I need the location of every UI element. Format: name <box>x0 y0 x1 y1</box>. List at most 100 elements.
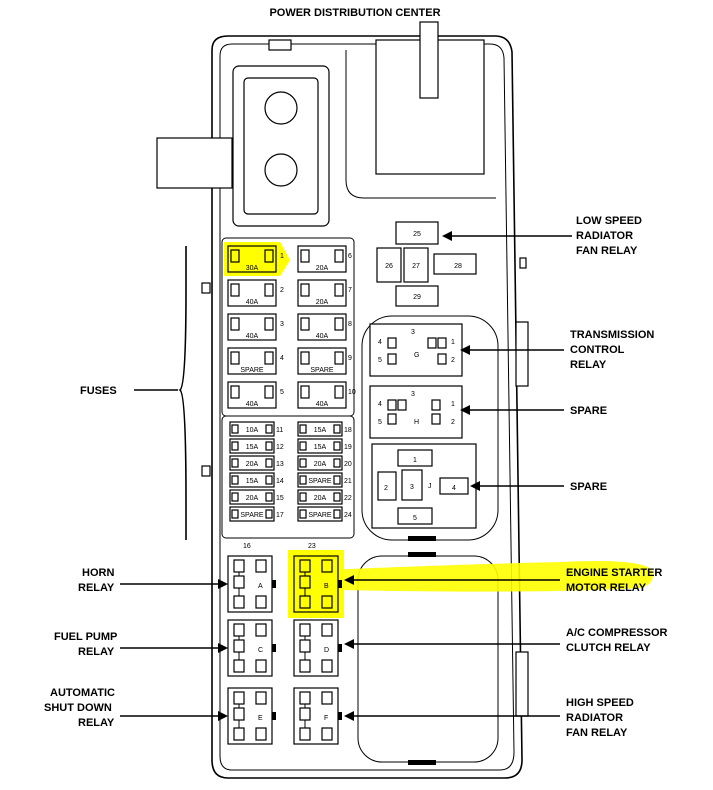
relay-g-pin-1: 1 <box>451 339 455 346</box>
relay-b-overlay: B <box>293 555 342 613</box>
maxi-fuse-number: 2 <box>280 287 284 294</box>
housing-outline <box>211 35 523 779</box>
maxi-fuse-number: 10 <box>348 389 356 396</box>
mini-fuse-rating: SPARE <box>308 512 332 519</box>
relay-pin-29: 29 <box>413 294 421 301</box>
mini-fuse-body <box>229 506 275 522</box>
side-notch-2 <box>201 282 211 294</box>
side-clip-upper <box>515 321 529 387</box>
ac-label-line2: CLUTCH RELAY <box>566 642 651 654</box>
mini-fuse-rating: 20A <box>246 461 259 468</box>
maxi-fuse-rating: 40A <box>316 333 329 340</box>
relay-letter: C <box>258 647 263 654</box>
relay-letter: B <box>324 583 329 590</box>
maxi-fuse-number: 4 <box>280 355 284 362</box>
horn-label-line2: RELAY <box>78 582 115 594</box>
maxi-fuse-rating: 30A <box>246 265 259 272</box>
mini-fuse-number: 14 <box>276 478 284 485</box>
relay-g-body <box>369 323 463 377</box>
maxi-fuse-rating: 40A <box>246 401 259 408</box>
relay-h-letter: H <box>414 419 419 426</box>
low-speed-label-line2: RADIATOR <box>576 230 633 242</box>
maxi-fuse-number: 1 <box>280 253 284 260</box>
divider-tab-3 <box>408 760 436 765</box>
fuses-label: FUSES <box>80 385 117 397</box>
relay-j-pin-2: 2 <box>384 485 388 492</box>
relay-letter: F <box>324 715 328 722</box>
relay-h-body <box>369 385 463 439</box>
maxi-fuse-number: 9 <box>348 355 352 362</box>
mini-fuse-11: 10A 11 <box>229 421 283 437</box>
cover-divider <box>345 50 496 199</box>
maxi-fuse-number: 8 <box>348 321 352 328</box>
maxi-fuse-1: 30A 1 <box>224 242 290 276</box>
side-notch-3 <box>201 465 211 477</box>
maxi-fuse-number: 3 <box>280 321 284 328</box>
maxi-fuse-body <box>227 245 277 273</box>
mini-fuse-body <box>297 472 343 488</box>
mini-fuse-number: 13 <box>276 461 284 468</box>
maxi-fuse-8: 40A 8 <box>297 313 352 341</box>
asd-label-line3: RELAY <box>78 717 115 729</box>
relay-g-letter: G <box>414 352 419 359</box>
mini-fuse-rating: 15A <box>246 444 259 451</box>
relay-letter: A <box>258 583 263 590</box>
mini-fuse-15: 20A 15 <box>229 489 284 505</box>
mini-fuse-area <box>221 415 355 539</box>
mini-fuse-body <box>297 506 343 522</box>
fuel-pump-label-line1: FUEL PUMP <box>54 631 117 643</box>
relay-h: 3 4 5 1 2 H <box>369 385 463 439</box>
relay-g-pin-5: 5 <box>378 357 382 364</box>
mini-fuse-number: 15 <box>276 495 284 502</box>
cover-latch-tab <box>419 21 439 99</box>
maxi-fuse-number: 5 <box>280 389 284 396</box>
mini-fuse-body <box>229 472 275 488</box>
relay-j-letter: J <box>428 483 432 490</box>
low-speed-label-line1: LOW SPEED <box>576 215 642 227</box>
stud-lower <box>264 153 298 187</box>
horn-label-line1: HORN <box>82 567 114 579</box>
spare2-label: SPARE <box>570 481 607 493</box>
mini-fuse-number: 20 <box>344 461 352 468</box>
maxi-fuse-rating: 20A <box>316 299 329 306</box>
mini-fuse-body <box>229 489 275 505</box>
label-fuel-pump-relay: FUEL PUMP RELAY <box>54 631 228 658</box>
spare1-label: SPARE <box>570 405 607 417</box>
asd-label-line2: SHUT DOWN <box>44 702 112 714</box>
fuel-pump-label-line2: RELAY <box>78 646 115 658</box>
relay-d: D <box>293 619 342 677</box>
relay-pin-box-25 <box>395 221 439 245</box>
transmission-label-line3: RELAY <box>570 359 607 371</box>
relay-h-pin-2: 2 <box>451 419 455 426</box>
label-spare-1: SPARE <box>460 405 607 417</box>
relay-g: 3 4 5 1 2 G <box>369 323 463 377</box>
mini-fuse-rating: 20A <box>246 495 259 502</box>
mini-fuse-rating: SPARE <box>240 512 264 519</box>
diagram-title: POWER DISTRIBUTION CENTER <box>269 7 440 19</box>
top-latch <box>268 39 292 51</box>
relay-c: C <box>227 619 276 677</box>
relay-pin-box-27 <box>403 247 429 283</box>
maxi-fuse-rating: 20A <box>316 265 329 272</box>
relay-g-pin-4: 4 <box>378 339 382 346</box>
mini-fuse-number: 17 <box>276 512 284 519</box>
relay-h-pin-4: 4 <box>378 401 382 408</box>
relay-pin-28: 28 <box>454 263 462 270</box>
maxi-fuse-rating: SPARE <box>310 367 334 374</box>
relay-j-pin-3: 3 <box>410 484 414 491</box>
mini-fuse-number: 11 <box>276 427 283 434</box>
mini-fuse-number-23: 23 <box>308 543 316 550</box>
relay-e: E <box>227 687 276 745</box>
engine-starter-label-line1: ENGINE STARTER <box>566 567 662 579</box>
low-speed-label-line3: FAN RELAY <box>576 245 638 257</box>
mini-fuse-rating: 10A <box>246 427 259 434</box>
relay-j-pin-5: 5 <box>413 515 417 522</box>
side-clip-lower <box>515 651 529 717</box>
